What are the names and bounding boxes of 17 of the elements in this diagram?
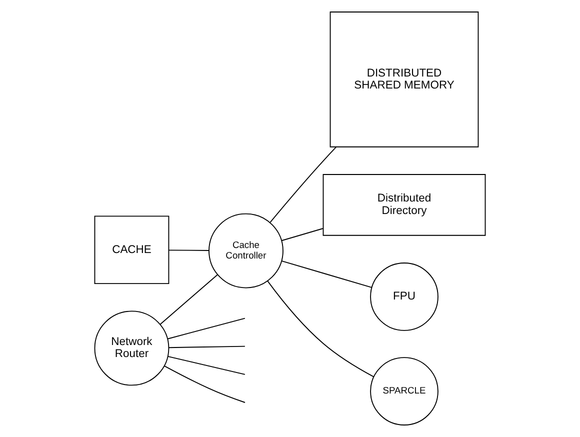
node-box: DISTRIBUTED SHARED MEMORY <box>330 12 479 148</box>
connector <box>168 346 246 348</box>
node-circle: Cache Controller <box>208 213 284 288</box>
connector <box>167 318 246 340</box>
connector <box>167 356 246 375</box>
connector <box>168 250 210 251</box>
connector <box>267 280 374 378</box>
connector <box>281 260 372 288</box>
node-box: Distributed Directory <box>322 174 486 236</box>
node-circle: FPU <box>370 262 438 331</box>
connector <box>160 274 218 325</box>
connector <box>164 366 246 403</box>
node-box: CACHE <box>94 216 170 284</box>
connector <box>281 228 324 242</box>
connector <box>270 146 337 223</box>
node-circle: SPARCLE <box>370 357 438 426</box>
node-circle: Network Router <box>94 310 170 386</box>
